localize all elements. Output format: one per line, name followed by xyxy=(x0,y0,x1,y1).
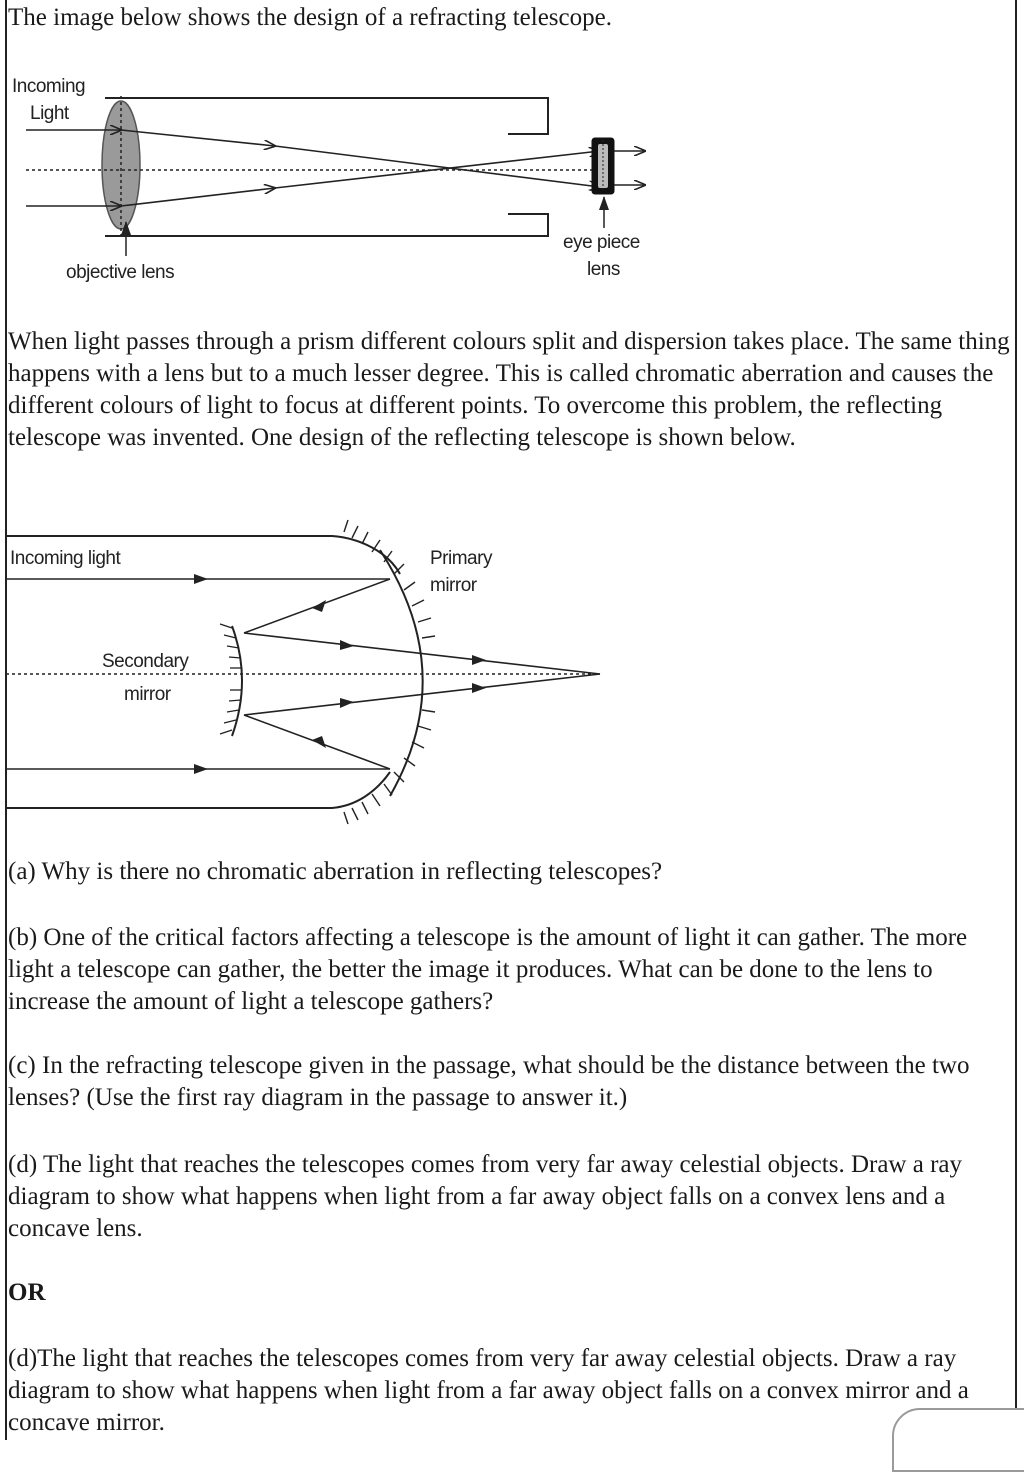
reflector-tube xyxy=(6,535,401,575)
label-incoming-light-2: Light xyxy=(30,103,70,124)
page-border-right xyxy=(1015,0,1017,1440)
page-border-left xyxy=(5,0,7,1440)
label-primary-mirror-1: Primary xyxy=(430,548,493,569)
primary-mirror-hatching xyxy=(343,519,436,825)
primary-mirror xyxy=(379,549,424,797)
label-primary-mirror-2: mirror xyxy=(430,575,478,596)
secondary-mirror-hatching xyxy=(219,623,242,735)
label-secondary-mirror-2: mirror xyxy=(124,684,172,705)
secondary-mirror xyxy=(231,625,243,737)
intro-text: The image below shows the design of a re… xyxy=(8,4,612,31)
question-b: (b) One of the critical factors affectin… xyxy=(8,924,968,1015)
question-a: (a) Why is there no chromatic aberration… xyxy=(8,858,663,885)
label-eyepiece-2: lens xyxy=(587,259,620,280)
telescope-tube xyxy=(105,97,549,237)
label-secondary-mirror-1: Secondary xyxy=(102,651,189,672)
or-separator: OR xyxy=(8,1279,46,1306)
question-d-alternative: (d)The light that reaches the telescopes… xyxy=(8,1345,969,1436)
corner-tab xyxy=(892,1408,1024,1472)
label-eyepiece-1: eye piece xyxy=(563,232,640,253)
refracting-telescope-diagram: Incoming Light objective lens eye piece … xyxy=(12,76,1024,283)
question-c: (c) In the refracting telescope given in… xyxy=(8,1052,970,1111)
question-d: (d) The light that reaches the telescope… xyxy=(8,1151,962,1242)
dispersion-paragraph: When light passes through a prism differ… xyxy=(8,328,1010,451)
label-objective-lens: objective lens xyxy=(66,262,174,283)
label-incoming-light: Incoming light xyxy=(10,548,121,569)
label-incoming-light-1: Incoming xyxy=(12,76,85,97)
reflecting-telescope-diagram: Incoming light Primary mirror Secondary … xyxy=(6,519,601,825)
